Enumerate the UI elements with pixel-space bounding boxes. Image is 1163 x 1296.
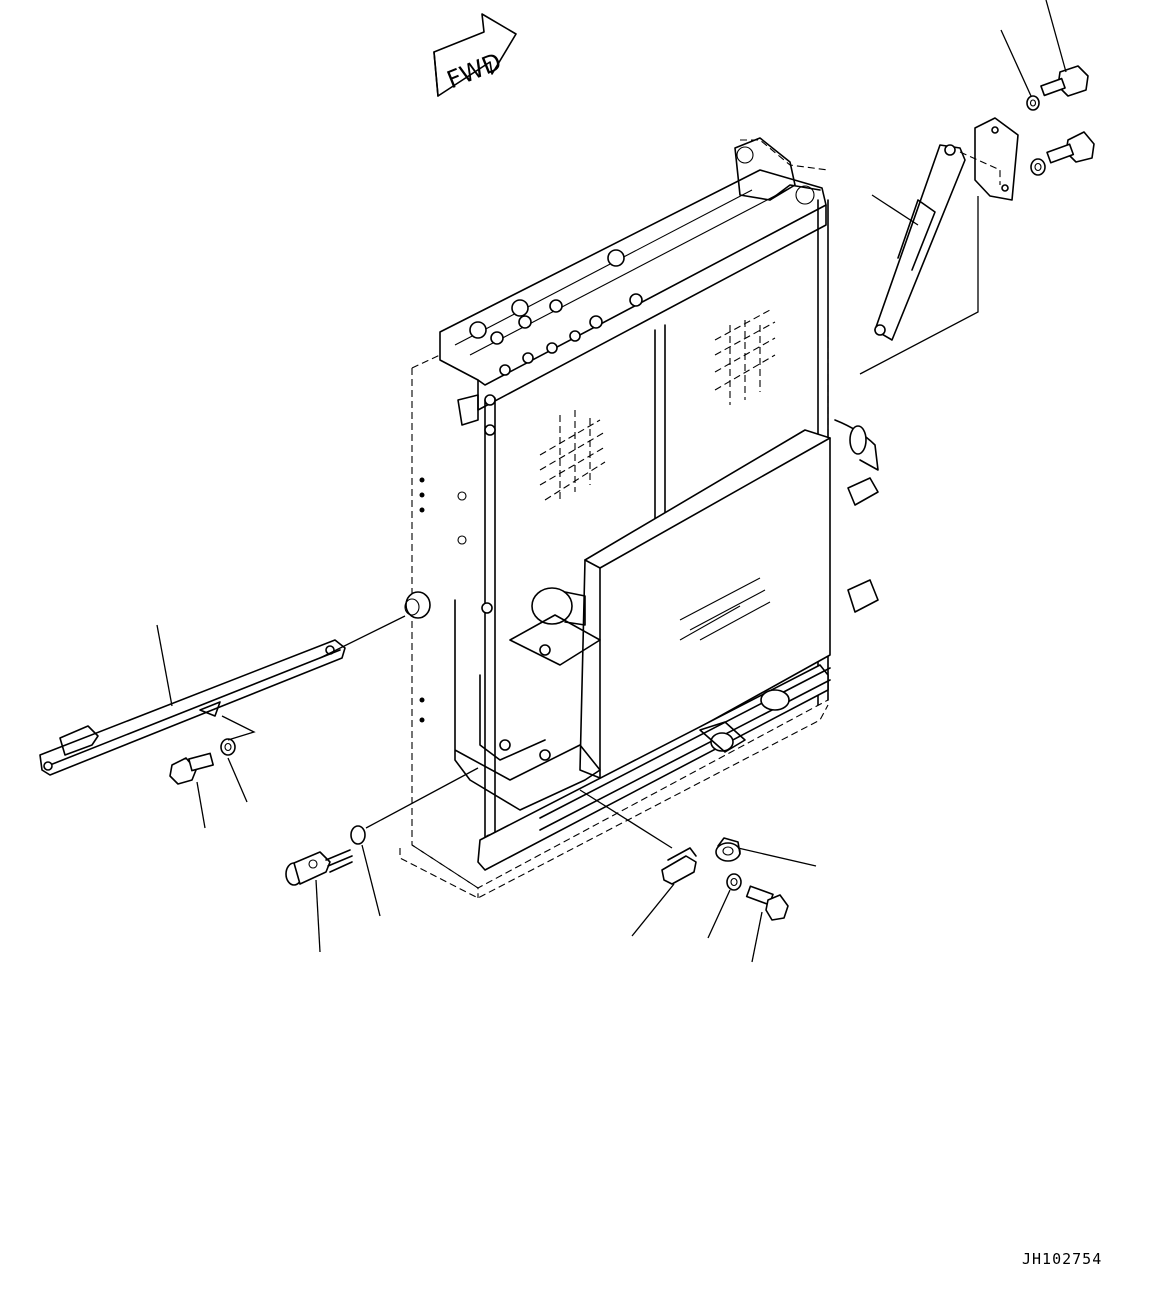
- upper-core-hatch: [539, 309, 776, 501]
- o-ring: [350, 825, 366, 845]
- lower-right-washer: [726, 873, 742, 891]
- radiator-assembly: [399, 137, 879, 899]
- fwd-arrow: FWD: [433, 13, 517, 97]
- top-bolts: [469, 249, 643, 376]
- drawing-number: JH102754: [1022, 1250, 1103, 1268]
- drain-valve: [285, 849, 353, 886]
- lower-right-clamp: [715, 837, 741, 862]
- lower-left-bolt: [169, 738, 236, 785]
- upper-stay: [874, 117, 1019, 341]
- left-lower-bracket: [454, 599, 601, 811]
- lower-right-clip: [661, 847, 697, 885]
- lower-right-bolt: [745, 885, 789, 921]
- upper-bolts: [1026, 65, 1095, 176]
- lower-stay: [39, 639, 346, 776]
- leader-lines: [156, 0, 1067, 963]
- oil-cooler: [531, 419, 879, 781]
